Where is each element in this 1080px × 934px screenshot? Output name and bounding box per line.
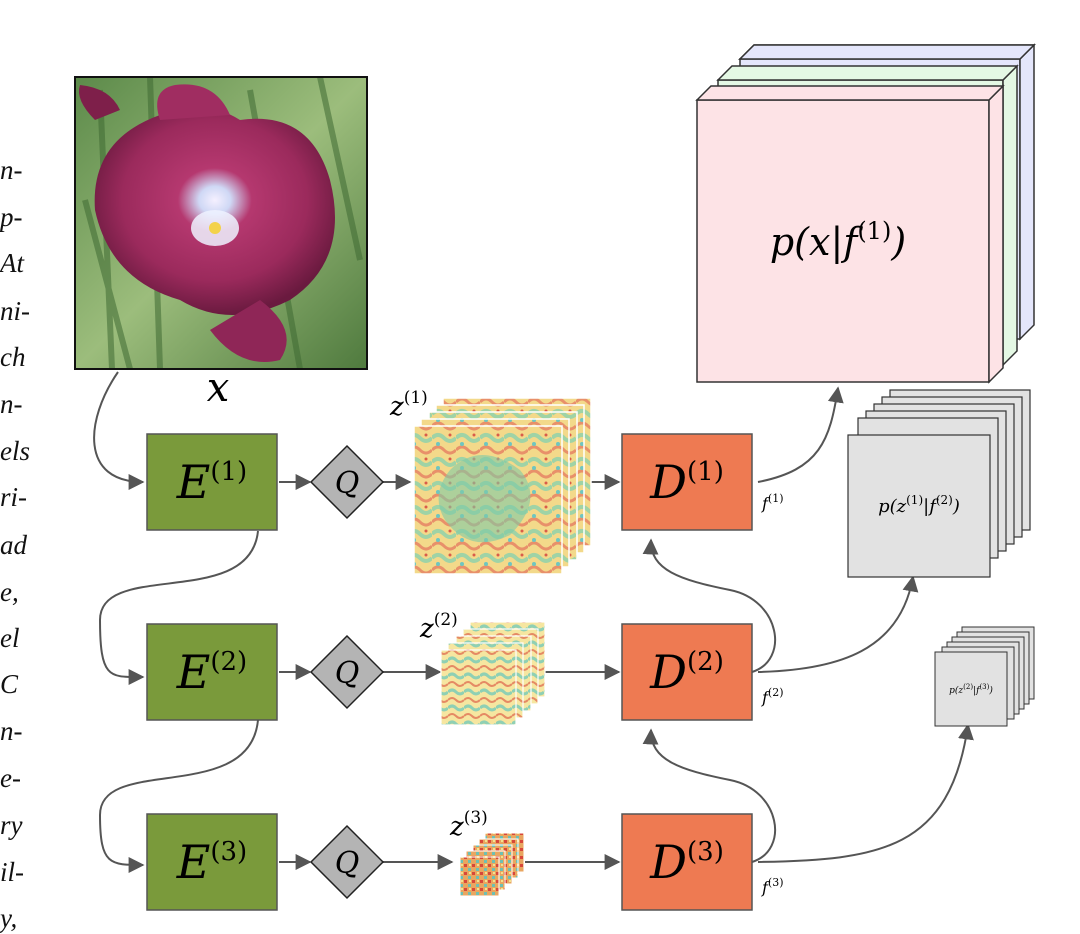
svg-text:Q: Q: [335, 466, 360, 501]
margin-line: e,: [0, 577, 19, 607]
svg-text:E(2): E(2): [176, 645, 247, 699]
arrow-decoder-2-to-output-2: [757, 575, 919, 673]
margin-line: n-: [0, 716, 23, 746]
svg-text:Q: Q: [335, 656, 360, 691]
output-stack-1: [695, 43, 1036, 384]
svg-text:D(2): D(2): [649, 645, 724, 699]
svg-text:D(1): D(1): [649, 455, 724, 509]
latent-1-label: z(1): [389, 388, 428, 422]
latent-stack-1: [413, 397, 592, 575]
svg-text:D(3): D(3): [649, 835, 724, 889]
input-label: x: [207, 365, 230, 411]
margin-line: ry: [0, 810, 23, 840]
svg-text:E(1): E(1): [176, 455, 247, 509]
margin-line: ri-: [0, 482, 27, 512]
quantizer-3: Q: [309, 824, 385, 900]
output-stack-2: [847, 389, 1031, 578]
latent-2-label: z(2): [419, 610, 458, 644]
feature-2-label: f(2): [761, 686, 784, 707]
margin-line: ch: [0, 342, 26, 372]
output-3-label: p(z(2)|f(3)): [949, 683, 993, 696]
margin-line: n-: [0, 389, 23, 419]
arrow-decoder-3-to-decoder-2: [642, 728, 776, 863]
quantizer-2: Q: [309, 634, 385, 710]
output-2-label: p(z(1)|f(2)): [878, 493, 960, 517]
latent-3-label: z(3): [449, 808, 488, 842]
margin-line: p-: [0, 202, 23, 232]
arrow-encoder-2-to-encoder-3: [98, 719, 259, 873]
encoder-2: E(2): [146, 623, 278, 721]
feature-1-label: f(1): [761, 492, 784, 513]
decoder-1: D(1): [621, 433, 753, 531]
encoder-1: E(1): [146, 433, 278, 531]
margin-line: ni-: [0, 296, 30, 326]
arrow-decoder-3-to-output-3: [757, 723, 974, 863]
margin-line: At: [0, 248, 24, 278]
output-stack-3: [934, 626, 1035, 727]
arrow-decoder-2-to-decoder-1: [642, 538, 776, 673]
output-1-label: p(x|f(1)): [770, 217, 906, 264]
svg-text:E(3): E(3): [176, 835, 247, 889]
connectors: [93, 371, 974, 873]
margin-line: n-: [0, 155, 23, 185]
decoder-2: D(2): [621, 623, 753, 721]
decoder-3: D(3): [621, 813, 753, 911]
margin-line: C: [0, 669, 19, 699]
margin-line: il-: [0, 857, 24, 887]
arrow-input-to-encoder-1: [93, 371, 145, 490]
margin-line: el: [0, 623, 20, 653]
arrow-decoder-1-to-output-1: [757, 386, 844, 483]
latent-stack-2: [440, 621, 546, 726]
margin-line: y,: [0, 903, 18, 933]
margin-line: e-: [0, 763, 21, 793]
margin-line: els: [0, 436, 30, 466]
arrow-encoder-1-to-encoder-2: [98, 530, 259, 686]
svg-text:Q: Q: [335, 846, 360, 881]
feature-3-label: f(3): [761, 876, 784, 897]
margin-line: ad: [0, 530, 27, 560]
input-image: [74, 76, 368, 370]
encoder-3: E(3): [146, 813, 278, 911]
latent-stack-3: [459, 832, 525, 897]
quantizer-1: Q: [309, 444, 385, 520]
